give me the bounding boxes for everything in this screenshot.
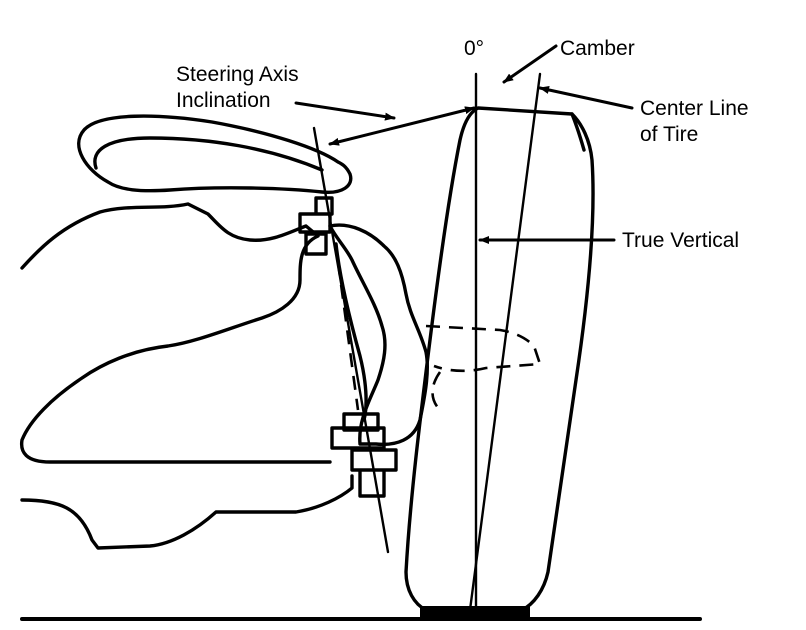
upper-control-arm-inner	[93, 136, 324, 172]
tire-sidewall	[570, 112, 586, 152]
center-line-label-line1: Center Line	[640, 97, 749, 120]
center-line-label-line2: of Tire	[640, 123, 699, 146]
steering-axis-line	[312, 126, 390, 554]
center-line-arrow	[538, 86, 634, 110]
lower-control-arm	[20, 474, 354, 550]
camber-arrow	[502, 44, 558, 84]
zero-degrees-label: 0°	[464, 37, 485, 60]
lower-ball-joint	[330, 412, 398, 498]
tire-center-line	[468, 72, 542, 612]
upper-control-arm	[77, 114, 353, 194]
hub-flange-hidden	[431, 371, 442, 411]
steering-axis-label-line1: Steering Axis	[176, 63, 299, 86]
tire-outline	[404, 106, 595, 612]
camber-label: Camber	[560, 37, 635, 60]
steering-axis-leader	[294, 101, 396, 121]
chassis-frame	[19, 202, 332, 464]
spindle-hub-hidden	[425, 324, 542, 373]
steering-axis-hidden-segment	[336, 261, 360, 411]
steering-axis-label-line2: Inclination	[176, 89, 271, 112]
true-vertical-label: True Vertical	[622, 229, 740, 252]
inclination-angle-arrow	[328, 106, 476, 146]
steering-knuckle	[328, 223, 430, 447]
